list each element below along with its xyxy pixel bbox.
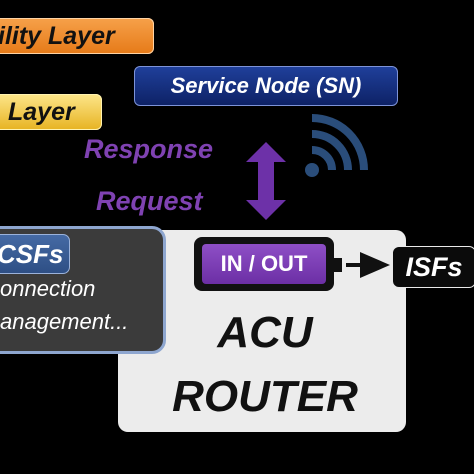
wifi-icon [305, 114, 368, 177]
in-out-label: IN / OUT [220, 251, 308, 276]
in-out-port-nub [334, 258, 342, 272]
isfs-label: ISFs [405, 251, 463, 282]
router-title-router: ROUTER [172, 372, 358, 421]
double-arrow-icon [246, 142, 286, 220]
response-label: Response [84, 134, 214, 164]
service-node-label: Service Node (SN) [170, 73, 362, 98]
layer-bar-orange-label: ility Layer [0, 21, 115, 50]
in-out-port-inner: IN / OUT [202, 244, 326, 284]
router-title-acu: ACU [217, 308, 313, 357]
service-node-box: Service Node (SN) [134, 66, 398, 106]
isfs-box: ISFs [392, 246, 474, 288]
connection-text-line2: anagement... [0, 309, 129, 334]
layer-bar-yellow: Layer [0, 94, 102, 130]
arrow-right-icon [346, 252, 390, 278]
layer-bar-orange: ility Layer [0, 18, 154, 54]
csfs-tab: CSFs [0, 234, 70, 274]
csfs-label: CSFs [0, 238, 64, 269]
layer-bar-yellow-label: Layer [8, 97, 75, 126]
connection-text-line1: onnection [0, 276, 96, 301]
request-label: Request [96, 186, 203, 216]
